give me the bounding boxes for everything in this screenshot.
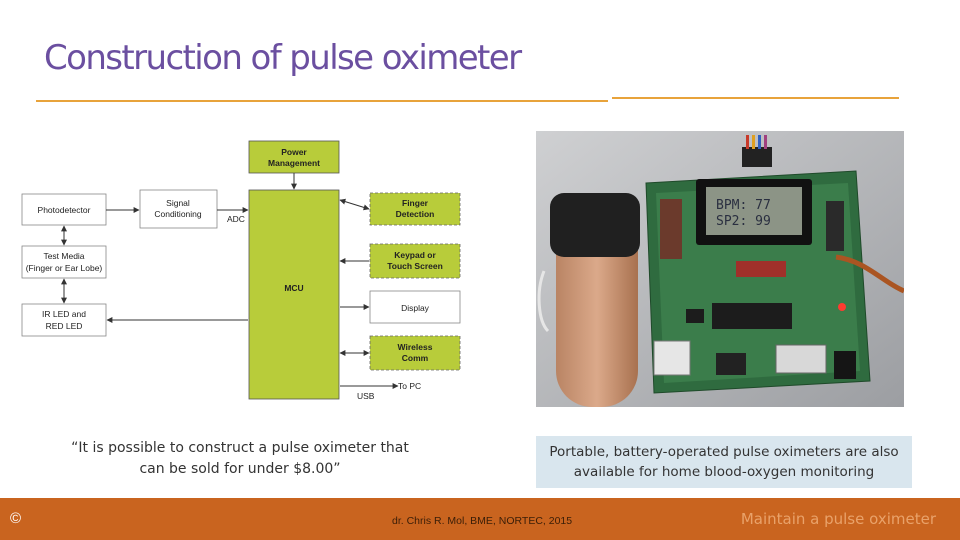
mcu-block	[248, 189, 340, 400]
svg-text:Photodetector: Photodetector	[38, 205, 91, 215]
svg-text:Wireless: Wireless	[398, 342, 433, 352]
quote-text: “It is possible to construct a pulse oxi…	[71, 440, 409, 477]
lcd-spo2: SP2: 99	[716, 214, 771, 229]
svg-text:Test Media: Test Media	[43, 251, 84, 261]
svg-text:Management: Management	[268, 158, 320, 168]
footer-tag: Maintain a pulse oximeter	[740, 510, 936, 528]
svg-text:RED LED: RED LED	[46, 321, 83, 331]
svg-text:Comm: Comm	[402, 353, 429, 363]
footer-author: dr. Chris R. Mol, BME, NORTEC, 2015	[392, 515, 573, 527]
signal-block	[139, 189, 218, 229]
svg-text:IR LED and: IR LED and	[42, 309, 86, 319]
svg-text:Finger: Finger	[402, 198, 429, 208]
svg-text:(Finger or Ear Lobe): (Finger or Ear Lobe)	[26, 263, 103, 273]
title-rule-right	[612, 97, 899, 99]
svg-text:Power: Power	[281, 147, 307, 157]
svg-text:Display: Display	[401, 303, 430, 313]
block-diagram: MCU Power Management Photodetector Signa…	[20, 133, 470, 403]
copyright-symbol: ©	[10, 510, 22, 527]
pulse-oximeter-photo: BPM: 77 SP2: 99	[536, 131, 904, 407]
slide-title: Construction of pulse oximeter	[44, 38, 522, 78]
display-block	[369, 290, 461, 324]
svg-text:Conditioning: Conditioning	[154, 209, 202, 219]
wireless-block	[369, 335, 461, 371]
svg-text:Signal: Signal	[166, 198, 190, 208]
mcu-label: MCU	[284, 283, 303, 293]
test-media-block	[21, 245, 107, 279]
svg-text:ADC: ADC	[227, 214, 245, 224]
title-rule-left	[36, 100, 608, 102]
svg-text:Touch Screen: Touch Screen	[387, 261, 443, 271]
ir-led-block	[21, 303, 107, 337]
svg-text:Keypad or: Keypad or	[394, 250, 436, 260]
svg-text:To PC: To PC	[398, 381, 421, 391]
svg-text:USB: USB	[357, 391, 375, 401]
footer-bar: © dr. Chris R. Mol, BME, NORTEC, 2015 Ma…	[0, 498, 960, 540]
power-block	[248, 140, 340, 174]
lcd-bpm: BPM: 77	[716, 198, 771, 213]
photo-caption: Portable, battery-operated pulse oximete…	[536, 436, 912, 488]
keypad-block	[369, 243, 461, 279]
finger-detection-block	[369, 192, 461, 226]
svg-text:Detection: Detection	[396, 209, 435, 219]
